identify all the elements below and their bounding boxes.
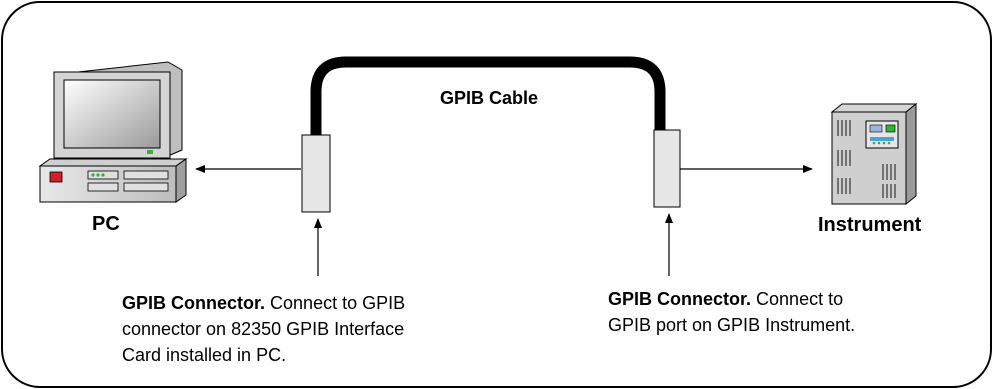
right-connector-line1: Connect to [756, 289, 844, 309]
pc-computer-icon [38, 61, 188, 203]
gpib-cable [310, 56, 666, 135]
right-connector-title: GPIB Connector. [608, 289, 752, 309]
left-connector-line2: connector on 82350 GPIB Interface [122, 319, 405, 339]
left-connector-caption: GPIB Connector. Connect to GPIB connecto… [122, 290, 462, 368]
left-gpib-connector [301, 134, 331, 213]
instrument-label: Instrument [818, 214, 922, 236]
pc-label: PC [92, 213, 120, 235]
left-connector-line3: Card installed in PC. [122, 345, 287, 365]
left-connector-title: GPIB Connector. [122, 293, 266, 313]
right-connector-caption: GPIB Connector. Connect to GPIB port on … [608, 286, 948, 338]
gpib-cable-label: GPIB Cable [440, 88, 539, 108]
left-connector-line1: Connect to GPIB [270, 293, 406, 313]
right-gpib-connector [653, 129, 681, 208]
right-connector-line2: GPIB port on GPIB Instrument. [608, 315, 856, 335]
instrument-icon [830, 102, 918, 206]
